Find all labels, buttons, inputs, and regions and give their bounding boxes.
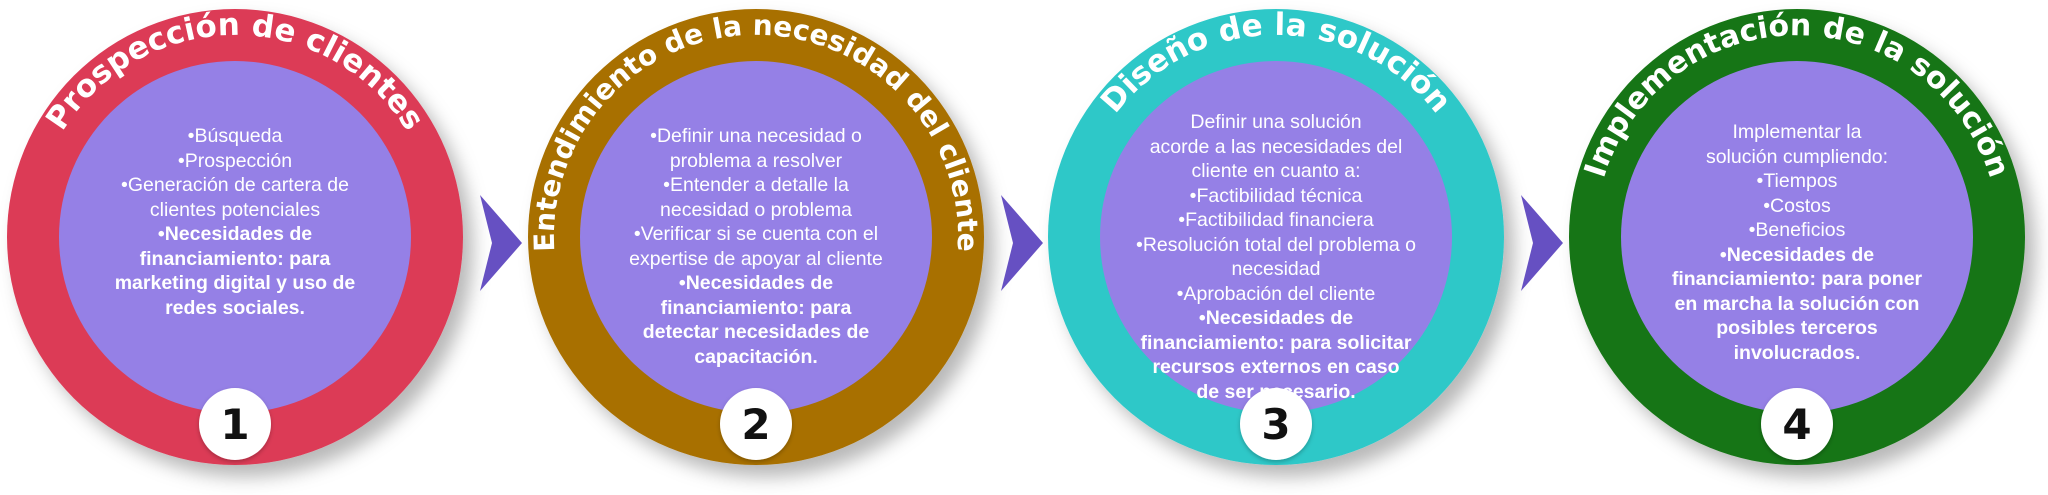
stage-number-badge xyxy=(199,388,271,460)
stage-description-line: •Verificar si se cuenta con el xyxy=(633,223,879,245)
stage-description-line: capacitación. xyxy=(694,345,818,368)
stage-number: 2 xyxy=(741,400,770,449)
stage-description-line: cliente en cuanto a: xyxy=(1191,160,1361,182)
stage-description-line: Definir una solución xyxy=(1190,111,1362,133)
stage-description-line: necesidad o problema xyxy=(660,198,852,221)
stage-description-line: recursos externos en caso xyxy=(1152,356,1400,378)
stage-number: 4 xyxy=(1782,400,1811,449)
stage-number: 1 xyxy=(220,400,249,449)
stage-description-line: •Resolución total del problema o xyxy=(1136,233,1416,256)
stage-inner-circle xyxy=(59,61,411,413)
stage-description-line: •Definir una necesidad o xyxy=(650,125,862,147)
stage-description-line: •Costos xyxy=(1763,194,1831,217)
stage-description-line: detectar necesidades de xyxy=(642,321,870,343)
stage-number-badge xyxy=(1240,388,1312,460)
stage-description: •Búsqueda•Prospección•Generación de cart… xyxy=(70,124,400,320)
stage-description-line: posibles terceros xyxy=(1716,317,1878,339)
stage-description-line: •Necesidades de xyxy=(157,223,313,245)
stage-description-line: •Factibilidad financiera xyxy=(1178,209,1374,231)
chevron-right-icon xyxy=(1001,195,1043,291)
stage-description-line: •Búsqueda xyxy=(187,125,283,147)
stage-description-line: •Beneficios xyxy=(1748,219,1846,241)
stage-description-line: •Entender a detalle la xyxy=(663,174,849,196)
stage-description-line: •Factibilidad técnica xyxy=(1189,184,1363,207)
stage-number-badge xyxy=(1761,388,1833,460)
stage-description-line: expertise de apoyar al cliente xyxy=(629,247,883,270)
stage-description-line: •Tiempos xyxy=(1756,170,1838,192)
stage-description-line: necesidad xyxy=(1231,258,1321,280)
stage-inner-circle xyxy=(1100,61,1452,413)
stage-description-line: •Prospección xyxy=(177,149,293,172)
stage-description-line: problema a resolver xyxy=(669,149,843,172)
stage-inner-circle xyxy=(580,61,932,413)
stage-description-line: en marcha la solución con xyxy=(1674,292,1920,315)
stage-description-line: financiamiento: para xyxy=(660,296,852,319)
stage-description-line: •Necesidades de xyxy=(678,272,834,294)
chevron-right-icon xyxy=(480,195,522,291)
chevron-right-icon xyxy=(1521,195,1563,291)
stage-description-line: financiamiento: para xyxy=(139,247,331,270)
stage-description-line: marketing digital y uso de xyxy=(114,272,356,294)
stage-description-line: •Aprobación del cliente xyxy=(1176,282,1376,305)
stage-description-line: •Necesidades de xyxy=(1198,307,1354,329)
stage-description-line: financiamiento: para solicitar xyxy=(1140,331,1412,354)
stage-description-line: acorde a las necesidades del xyxy=(1149,135,1403,158)
stage-description-line: involucrados. xyxy=(1733,341,1861,364)
stage-description-line: Implementar la xyxy=(1732,121,1862,143)
stage-number: 3 xyxy=(1261,400,1290,449)
stage-description-line: de ser necesario. xyxy=(1196,380,1356,403)
stage-description-line: solución cumpliendo: xyxy=(1705,145,1889,168)
stage-description-line: •Generación de cartera de xyxy=(121,174,349,196)
stage-description-line: •Necesidades de xyxy=(1719,243,1875,266)
stage-description-line: redes sociales. xyxy=(165,296,305,319)
stage-description-line: financiamiento: para poner xyxy=(1671,268,1923,290)
stage-number-badge xyxy=(720,388,792,460)
stage-inner-circle xyxy=(1621,61,1973,413)
stage-description-line: clientes potenciales xyxy=(149,198,321,221)
